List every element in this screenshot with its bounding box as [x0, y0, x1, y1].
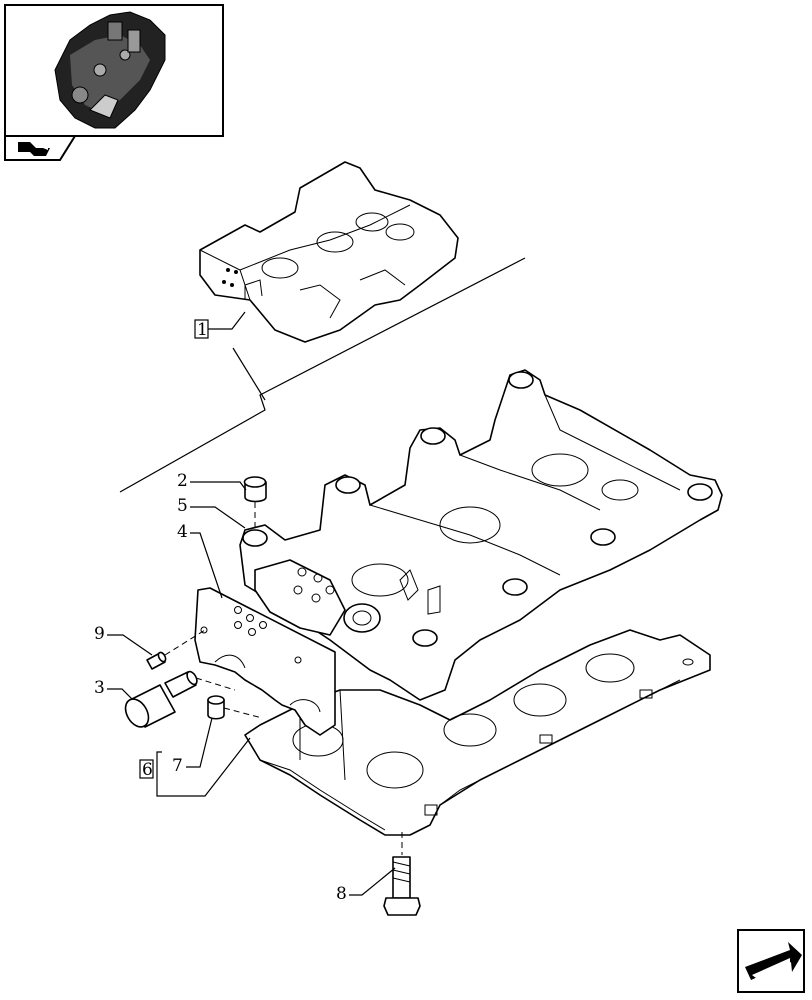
callout-3-label: 3	[94, 678, 105, 698]
callout-4-label: 4	[177, 522, 188, 542]
callout-2[interactable]: 2	[177, 471, 247, 491]
stub-shaft	[124, 670, 198, 728]
callout-2-label: 2	[177, 471, 188, 491]
callout-4[interactable]: 4	[177, 522, 223, 599]
callout-3[interactable]: 3	[94, 678, 133, 700]
callout-1-label: 1	[197, 320, 208, 340]
prev-page-button[interactable]	[4, 135, 77, 161]
callout-8[interactable]: 8	[336, 867, 396, 904]
callout-7[interactable]: 7	[172, 717, 213, 776]
side-plate	[194, 587, 336, 736]
bolt	[383, 856, 421, 916]
next-page-button[interactable]	[737, 929, 805, 993]
callout-6[interactable]: 6	[139, 737, 251, 797]
callout-5-label: 5	[177, 496, 188, 516]
callout-9-label: 9	[94, 624, 105, 644]
callout-5[interactable]: 5	[177, 496, 246, 529]
callout-9[interactable]: 9	[94, 624, 153, 656]
bush	[207, 695, 225, 720]
engine-thumbnail-icon	[54, 11, 166, 129]
callout-1[interactable]: 1	[194, 311, 246, 340]
prev-page-arrow-icon	[18, 142, 50, 156]
engine-thumbnail[interactable]	[4, 4, 224, 137]
separator-line	[119, 257, 526, 493]
callout-8-label: 8	[336, 884, 347, 904]
callout-6-label: 6	[142, 760, 153, 780]
bedplate	[244, 629, 711, 836]
callout-7-label: 7	[172, 756, 183, 776]
next-page-arrow-icon	[745, 942, 802, 980]
main-casting-frame	[239, 369, 723, 701]
dowel-pin-9	[146, 651, 167, 670]
overview-casting	[199, 161, 459, 343]
plug	[243, 476, 267, 503]
